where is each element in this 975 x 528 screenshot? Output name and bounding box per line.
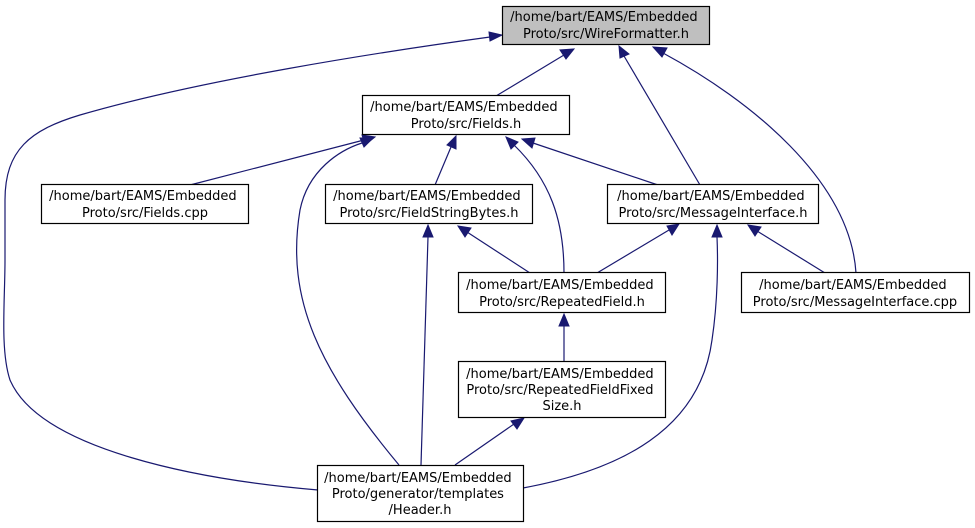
edge-header-h-to-messageinterface-h [522, 236, 719, 489]
arrowhead-icon [520, 137, 536, 149]
node-fields-cpp-line-1: /home/bart/EAMS/Embedded [49, 189, 237, 204]
arrowhead-icon [488, 31, 504, 42]
node-header-h-line-2: Proto/generator/templates [332, 487, 504, 502]
edge-repeatedfield-h-to-messageinterface-h [596, 229, 670, 274]
svg-text:/home/bart/EAMS/Embedded: /home/bart/EAMS/Embedded Proto/src/Repea… [466, 367, 658, 414]
edge-fields-h-to-wireformatter-h [495, 54, 565, 97]
node-repeatedfieldfixedsize-h-line-3: Size.h [542, 399, 581, 414]
node-repeatedfield-h-line-2: Proto/src/RepeatedField.h [479, 295, 645, 310]
node-fields-h-line-1: /home/bart/EAMS/Embedded [370, 100, 558, 115]
node-repeatedfieldfixedsize-h-box [457, 360, 667, 419]
edge-header-h-to-fieldstringbytes-h [420, 236, 429, 466]
arrowhead-icon [711, 223, 723, 238]
node-fields-h-box [361, 94, 571, 136]
node-repeatedfield-h[interactable]: /home/bart/EAMS/Embedded Proto/src/Repea… [457, 271, 667, 314]
arrowhead-icon [422, 223, 434, 238]
arrowhead-icon [746, 224, 762, 237]
edge-header-h-to-repeatedfieldfixedsize-h [454, 423, 515, 466]
edge-repeatedfield-h-to-fieldstringbytes-h [466, 231, 531, 274]
node-messageinterface-cpp-line-2: Proto/src/MessageInterface.cpp [753, 295, 957, 310]
node-header-h-line-1: /home/bart/EAMS/Embedded [324, 471, 512, 486]
node-messageinterface-h[interactable]: /home/bart/EAMS/Embedded Proto/src/Messa… [606, 183, 820, 225]
node-messageinterface-h-line-1: /home/bart/EAMS/Embedded [617, 189, 805, 204]
arrowhead-icon [651, 46, 668, 58]
svg-text:/home/bart/EAMS/Embedded: /home/bart/EAMS/Embedded Proto/src/Messa… [753, 278, 957, 310]
node-repeatedfieldfixedsize-h-line-1: /home/bart/EAMS/Embedded [466, 367, 654, 382]
arrowhead-icon [456, 225, 472, 238]
node-fields-h-line-2: Proto/src/Fields.h [411, 117, 522, 132]
node-fields-cpp[interactable]: /home/bart/EAMS/Embedded Proto/src/Field… [40, 183, 250, 225]
arrowhead-icon [446, 134, 457, 150]
svg-text:/home/bart/EAMS/Embedded: /home/bart/EAMS/Embedded Proto/src/WireF… [510, 10, 702, 42]
edge-fieldstringbytes-h-to-fields-h [434, 146, 452, 186]
arrowhead-icon [359, 137, 375, 148]
node-repeatedfield-h-box [457, 271, 667, 314]
svg-text:/home/bart/EAMS/Embedded: /home/bart/EAMS/Embedded Proto/src/Field… [370, 100, 562, 132]
node-repeatedfieldfixedsize-h[interactable]: /home/bart/EAMS/Embedded Proto/src/Repea… [457, 360, 667, 419]
node-wireformatter-h[interactable]: /home/bart/EAMS/Embedded Proto/src/WireF… [501, 5, 711, 46]
node-fieldstringbytes-h-box [324, 183, 534, 225]
node-wireformatter-h-box [501, 5, 711, 46]
edge-header-h-to-fields-h [296, 142, 400, 466]
node-header-h-line-3: /Header.h [389, 503, 452, 518]
svg-text:/home/bart/EAMS/Embedded: /home/bart/EAMS/Embedded Proto/generator… [324, 471, 516, 518]
node-fields-cpp-line-2: Proto/src/Fields.cpp [82, 206, 208, 221]
arrowhead-icon [558, 312, 570, 327]
node-header-h[interactable]: /home/bart/EAMS/Embedded Proto/generator… [316, 464, 525, 523]
edge-messageinterface-h-to-fields-h [532, 142, 659, 186]
edges-layer [3, 31, 857, 491]
arrowhead-icon [618, 44, 630, 59]
edge-repeatedfield-h-to-fields-h [513, 144, 565, 274]
node-repeatedfieldfixedsize-h-line-2: Proto/src/RepeatedFieldFixed [466, 383, 653, 398]
node-messageinterface-h-line-2: Proto/src/MessageInterface.h [619, 206, 808, 221]
svg-text:/home/bart/EAMS/Embedded: /home/bart/EAMS/Embedded Proto/src/Field… [49, 189, 241, 221]
svg-text:/home/bart/EAMS/Embedded: /home/bart/EAMS/Embedded Proto/src/Field… [333, 189, 525, 221]
node-messageinterface-cpp-line-1: /home/bart/EAMS/Embedded [759, 278, 947, 293]
node-fieldstringbytes-h[interactable]: /home/bart/EAMS/Embedded Proto/src/Field… [324, 183, 534, 225]
arrowhead-icon [510, 417, 526, 430]
node-fieldstringbytes-h-line-2: Proto/src/FieldStringBytes.h [339, 206, 518, 221]
node-fieldstringbytes-h-line-1: /home/bart/EAMS/Embedded [333, 189, 521, 204]
node-fields-h[interactable]: /home/bart/EAMS/Embedded Proto/src/Field… [361, 94, 571, 136]
edge-messageinterface-cpp-to-messageinterface-h [756, 230, 826, 274]
node-header-h-box [316, 464, 525, 523]
edge-messageinterface-h-to-wireformatter-h [623, 55, 701, 186]
node-wireformatter-h-line-2: Proto/src/WireFormatter.h [523, 27, 689, 42]
svg-text:/home/bart/EAMS/Embedded: /home/bart/EAMS/Embedded Proto/src/Messa… [617, 189, 809, 221]
node-messageinterface-h-box [606, 183, 820, 225]
node-repeatedfield-h-line-1: /home/bart/EAMS/Embedded [466, 278, 654, 293]
svg-text:/home/bart/EAMS/Embedded: /home/bart/EAMS/Embedded Proto/src/Repea… [466, 278, 658, 310]
edge-fields-cpp-to-fields-h [189, 139, 365, 186]
edge-messageinterface-cpp-to-wireformatter-h [662, 52, 857, 274]
node-wireformatter-h-line-1: /home/bart/EAMS/Embedded [510, 10, 698, 25]
arrowhead-icon [505, 136, 519, 150]
edge-header-h-to-wireformatter-h [3, 36, 491, 491]
node-messageinterface-cpp[interactable]: /home/bart/EAMS/Embedded Proto/src/Messa… [740, 271, 971, 314]
arrowhead-icon [559, 48, 576, 60]
node-fields-cpp-box [40, 183, 250, 225]
arrowhead-icon [666, 223, 681, 236]
node-messageinterface-cpp-box [740, 271, 971, 314]
